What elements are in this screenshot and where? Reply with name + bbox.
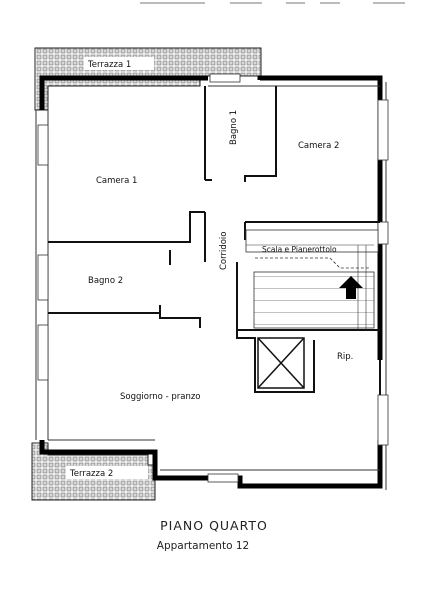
- elevator-shaft: [257, 337, 305, 389]
- room-label-camera-1: Camera 1: [96, 176, 137, 186]
- stair-arrow-icon: [339, 276, 363, 299]
- room-label-bagno-1: Bagno 1: [229, 110, 239, 145]
- interior-walls: [48, 86, 381, 395]
- room-label-camera-2: Camera 2: [298, 141, 339, 151]
- plan-title: PIANO QUARTO: [160, 518, 268, 533]
- room-label-ripostiglio: Rip.: [337, 352, 353, 362]
- room-label-corridoio: Corridoio: [219, 232, 229, 271]
- bottom-window: [207, 473, 239, 483]
- terrazza-2: [31, 442, 156, 501]
- room-label-terrazza-1: Terrazza 1: [87, 60, 131, 70]
- outer-walls: [39, 75, 383, 489]
- top-window: [209, 73, 241, 83]
- plan-subtitle: Appartamento 12: [157, 540, 249, 552]
- left-windows: [37, 124, 49, 381]
- room-label-terrazza-2: Terrazza 2: [69, 469, 113, 479]
- room-label-bagno-2: Bagno 2: [88, 276, 123, 286]
- room-label-soggiorno: Soggiorno - pranzo: [120, 392, 201, 402]
- room-label-scala: Scala e Pianerottolo: [262, 245, 337, 254]
- stair-block: [245, 229, 379, 330]
- right-windows: [377, 99, 389, 446]
